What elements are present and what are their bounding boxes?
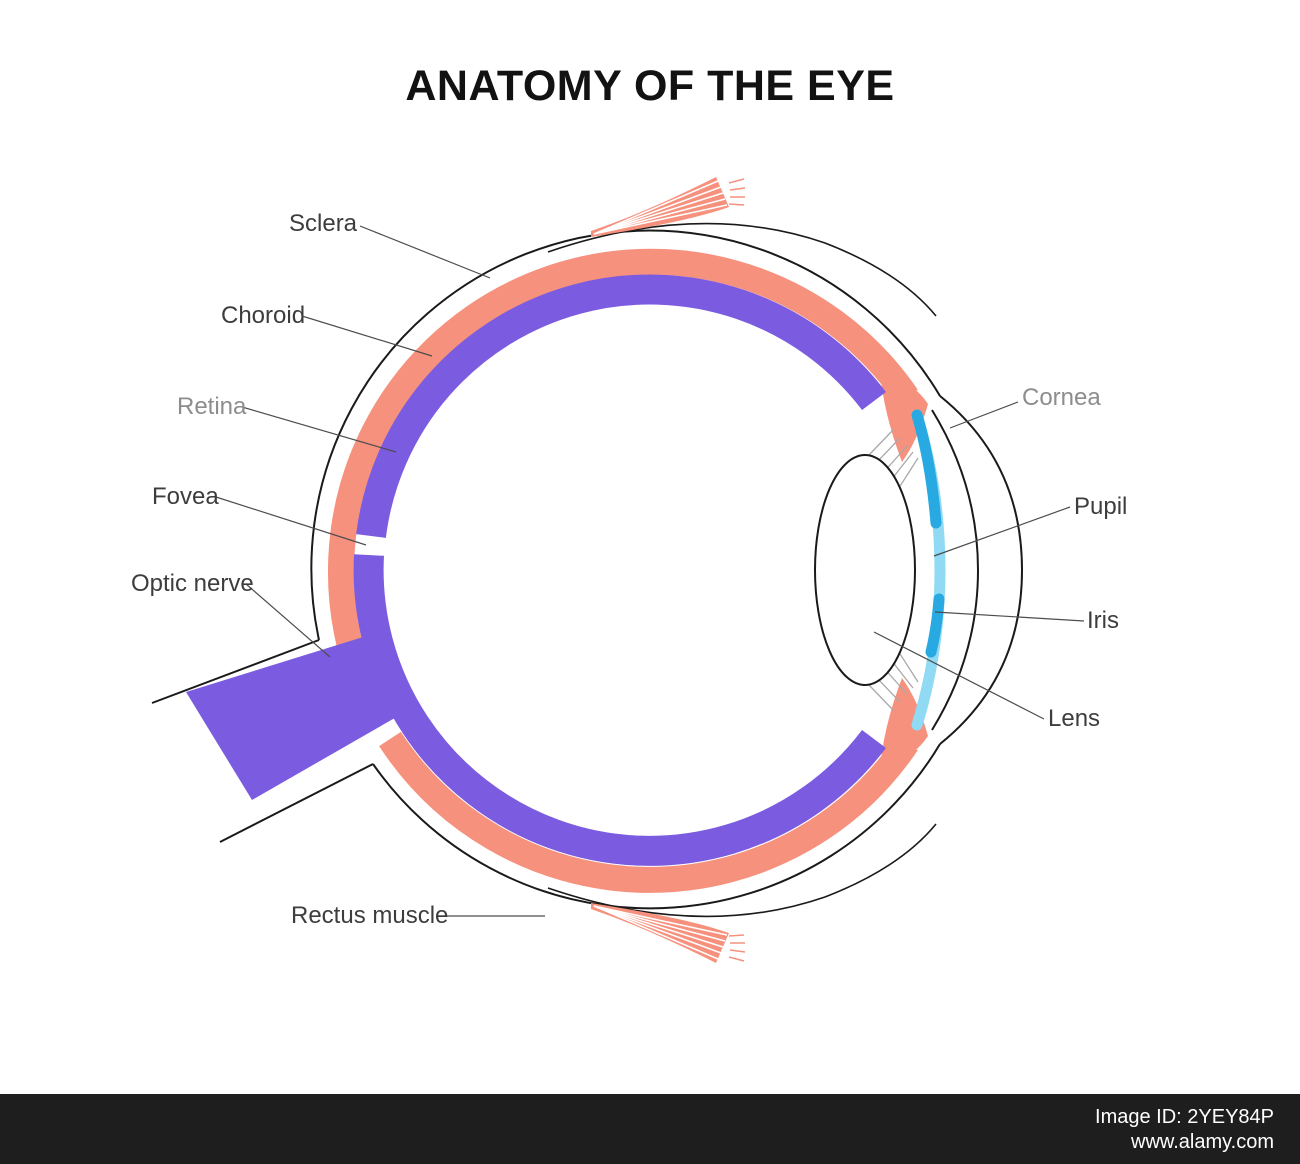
fovea-leader-line [215,496,367,546]
label-fovea: Fovea [152,483,219,510]
optic-nerve-shape [186,633,407,800]
label-iris: Iris [1087,607,1119,634]
cornea-outer-curve [939,395,1024,745]
choroid-leader-line [301,315,433,357]
choroid-ring-top [356,274,886,538]
alamy-url-text: www.alamy.com [1131,1130,1274,1153]
ciliary-body [880,372,928,768]
eyeball-outline [151,229,1024,910]
label-cornea: Cornea [1022,384,1101,411]
ciliary-body-top [880,372,928,462]
diagram-title: ANATOMY OF THE EYE [405,62,895,110]
watermark-bar: Image ID: 2YEY84P www.alamy.com [0,1094,1300,1164]
sclera-leader-line [359,225,491,279]
sclera-outline-top [310,229,941,641]
label-choroid: Choroid [221,302,306,329]
label-lens: Lens [1048,705,1101,732]
label-retina: Retina [177,393,247,420]
cornea-inner-curve [931,409,980,731]
iris-leader-line [934,611,1085,622]
leader-lines [215,225,1085,917]
retina-leader-line [241,406,397,453]
label-pupil: Pupil [1074,493,1128,520]
image-id-text: Image ID: 2YEY84P [1095,1105,1274,1128]
iris-segments [911,409,946,731]
muscle-fiber-ends-bottom [728,934,746,962]
cornea-leader-line [949,401,1019,429]
label-optic-nerve: Optic nerve [131,570,254,597]
iris-upper-segment [911,409,942,529]
choroid-retina-layer [353,274,886,866]
label-sclera: Sclera [289,210,358,237]
lens-shape [814,454,916,686]
muscle-striations-top [593,180,728,235]
rectus-muscle-top [591,177,746,237]
optic-nerve-sheath-top [151,639,320,704]
muscle-fiber-ends-top [728,178,746,206]
label-rectus-muscle: Rectus muscle [291,902,449,929]
optic-nerve-leader-line [245,583,331,658]
tendon-arc-bottom [547,823,937,918]
ciliary-body-bottom [880,678,928,768]
muscle-striations-bottom [593,905,728,960]
sclera-ring-bottom [379,731,918,893]
pupil-leader-line [933,506,1071,557]
lens-leader-line [873,631,1045,720]
sclera-outline-bottom [372,743,941,910]
sclera-ring-top [328,248,918,654]
iris-lower-segment [925,593,945,658]
optic-nerve-sheath-bottom [219,763,374,843]
sclera-layer [328,248,918,893]
rectus-muscle-bottom [591,903,746,963]
